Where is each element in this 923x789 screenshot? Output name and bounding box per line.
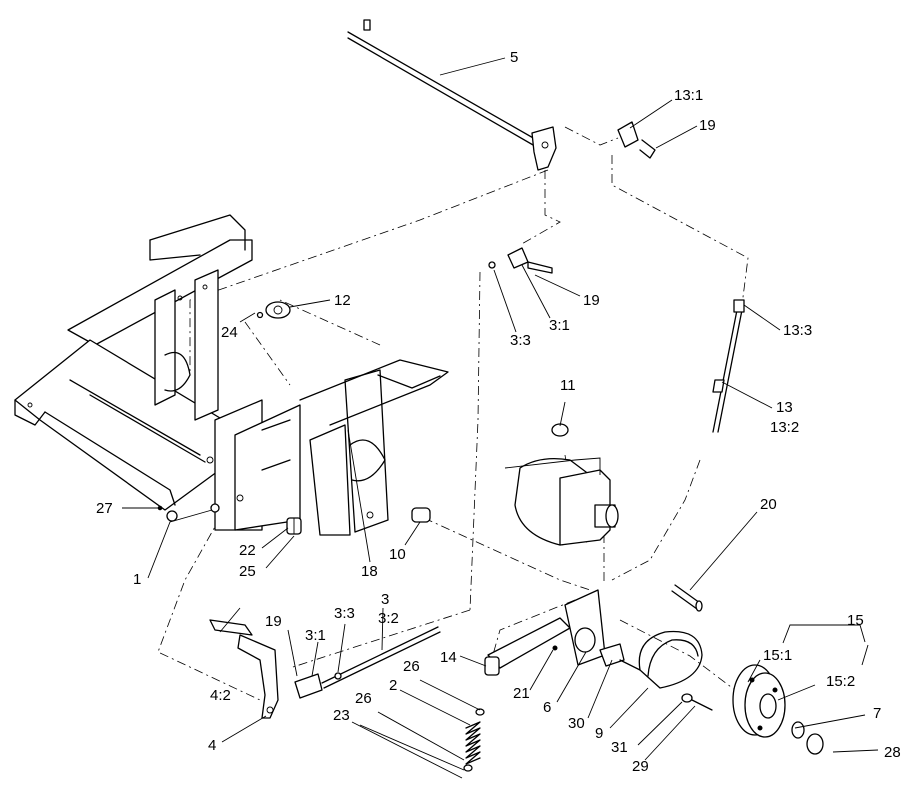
bolt-part-29: [681, 693, 713, 711]
callout-26-lower: 26: [355, 690, 372, 707]
callout-13-1: 13:1: [674, 87, 703, 104]
leader-lines: [122, 57, 879, 779]
callout-labels: 5 13:1 19 12 24 19 3:1 3:3 13:3 11 13 13…: [96, 49, 901, 775]
pin-part-20: [671, 584, 703, 612]
callout-3-1-pedal: 3:1: [305, 627, 326, 644]
callout-6: 6: [543, 699, 551, 716]
callout-3-1-top: 3:1: [549, 317, 570, 334]
band-part-9: [619, 630, 703, 689]
pedal-part-4: [209, 619, 323, 719]
callout-15: 15: [847, 612, 864, 629]
callout-24: 24: [221, 324, 238, 341]
callout-12: 12: [334, 292, 351, 309]
callout-2: 2: [389, 677, 397, 694]
callout-31: 31: [611, 739, 628, 756]
drum-part-15: [732, 664, 824, 755]
callout-4-2: 4:2: [210, 687, 231, 704]
callout-14: 14: [440, 649, 457, 666]
callout-19-mid: 19: [583, 292, 600, 309]
spring-part-2: [463, 708, 485, 772]
callout-4: 4: [208, 737, 216, 754]
callout-3-2: 3:2: [378, 610, 399, 627]
rod-part-5: [347, 19, 557, 171]
callout-28: 28: [884, 744, 901, 761]
callout-30: 30: [568, 715, 585, 732]
callout-11: 11: [560, 377, 576, 394]
callout-18: 18: [361, 563, 378, 580]
callout-29: 29: [632, 758, 649, 775]
callout-26-upper: 26: [403, 658, 420, 675]
lever-part-6: [484, 589, 625, 676]
callout-3-3-top: 3:3: [510, 332, 531, 349]
assembly-lines: [157, 126, 749, 701]
callout-10: 10: [389, 546, 406, 563]
callout-7: 7: [873, 705, 881, 722]
callout-27: 27: [96, 500, 113, 517]
link-part-13-top: [617, 121, 656, 159]
link-part-3-top: [488, 247, 553, 274]
callout-23: 23: [333, 707, 350, 724]
callout-13: 13: [776, 399, 793, 416]
callout-13-2: 13:2: [770, 419, 799, 436]
callout-9: 9: [595, 725, 603, 742]
bushing-part-22: [286, 517, 302, 535]
rod-part-3: [321, 626, 441, 689]
callout-15-2: 15:2: [826, 673, 855, 690]
callout-19-top: 19: [699, 117, 716, 134]
callout-3-3-pedal: 3:3: [334, 605, 355, 622]
callout-15-1: 15:1: [763, 647, 792, 664]
sleeve-part-10: [411, 507, 431, 523]
callout-13-3: 13:3: [783, 322, 812, 339]
callout-22: 22: [239, 542, 256, 559]
rod-part-13: [712, 299, 745, 433]
callout-1: 1: [133, 571, 141, 588]
callout-21: 21: [513, 685, 530, 702]
callout-19-pedal: 19: [265, 613, 282, 630]
callout-5: 5: [510, 49, 518, 66]
callout-20: 20: [760, 496, 777, 513]
motor-part-11: [504, 423, 619, 546]
callout-25: 25: [239, 563, 256, 580]
frame-assembly: [14, 214, 449, 536]
bearing-part-12: [256, 301, 291, 319]
callout-3: 3: [381, 591, 389, 608]
